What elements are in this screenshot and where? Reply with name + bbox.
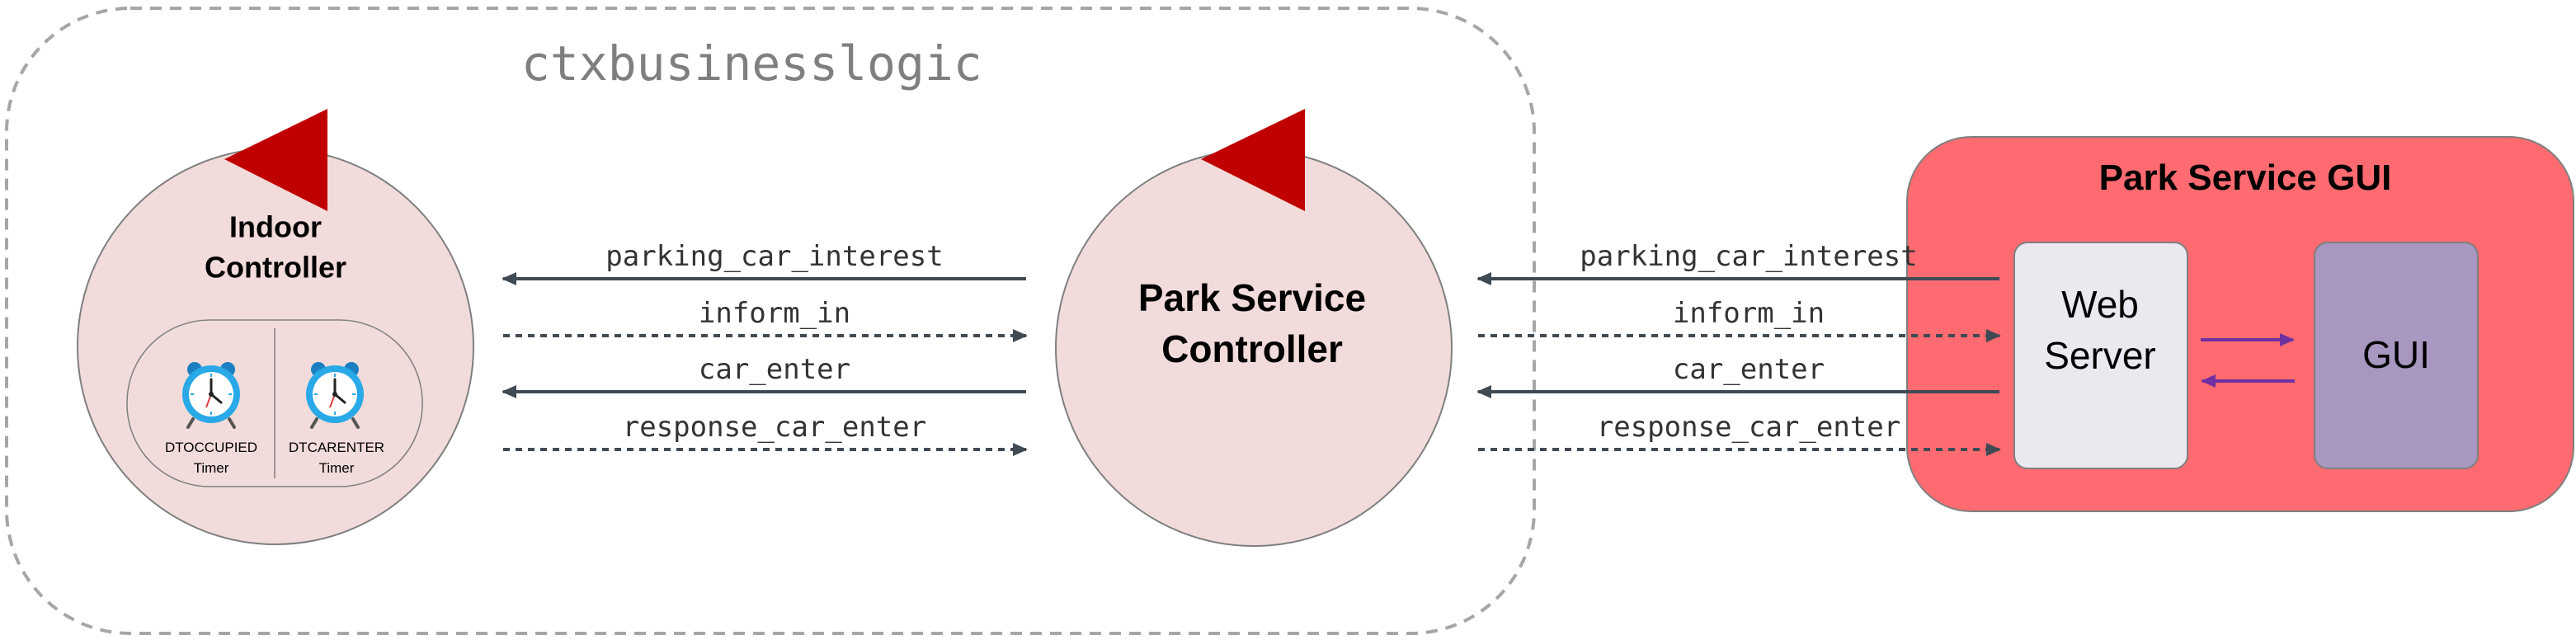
gui-box <box>2314 242 2479 469</box>
text-line: Park Service <box>1138 276 1366 319</box>
message-label: response_car_enter <box>623 411 926 444</box>
message-label: parking_car_interest <box>1580 240 1917 273</box>
timer-dtoccupied: DTOCCUPIED Timer <box>165 360 257 476</box>
message-label: car_enter <box>699 353 850 386</box>
message-label: response_car_enter <box>1597 411 1900 444</box>
gui-label: GUI <box>2362 333 2430 376</box>
web-server-box <box>2013 242 2188 469</box>
messages-left-group: parking_car_interest inform_in car_enterre… <box>502 240 1028 456</box>
message-label: inform_in <box>1673 297 1825 330</box>
text-line: Controller <box>205 250 346 284</box>
text-line: Controller <box>1161 327 1343 370</box>
flag-icon <box>224 109 327 211</box>
timer-name: DTCARENTER <box>289 440 384 455</box>
flag-icon <box>1201 109 1305 211</box>
text-line: Indoor <box>229 210 322 244</box>
timer-name: DTOCCUPIED <box>165 440 257 455</box>
message-label: car_enter <box>1673 353 1825 386</box>
context-boundary <box>5 7 1536 635</box>
text-line: Server <box>2044 334 2155 377</box>
timer-kind: Timer <box>194 460 229 476</box>
timer-dtcarenter: DTCARENTER Timer <box>289 360 384 476</box>
park-service-gui-title: Park Service GUI <box>2099 158 2392 198</box>
text-line: Web <box>2061 283 2139 326</box>
message-label: inform_in <box>699 297 850 330</box>
messages-right-group: parking_car_interest inform_in car_enterre… <box>1476 240 2001 456</box>
timer-kind: Timer <box>319 460 355 476</box>
message-label: parking_car_interest <box>605 240 943 273</box>
context-label: ctxbusinesslogic <box>521 35 982 92</box>
